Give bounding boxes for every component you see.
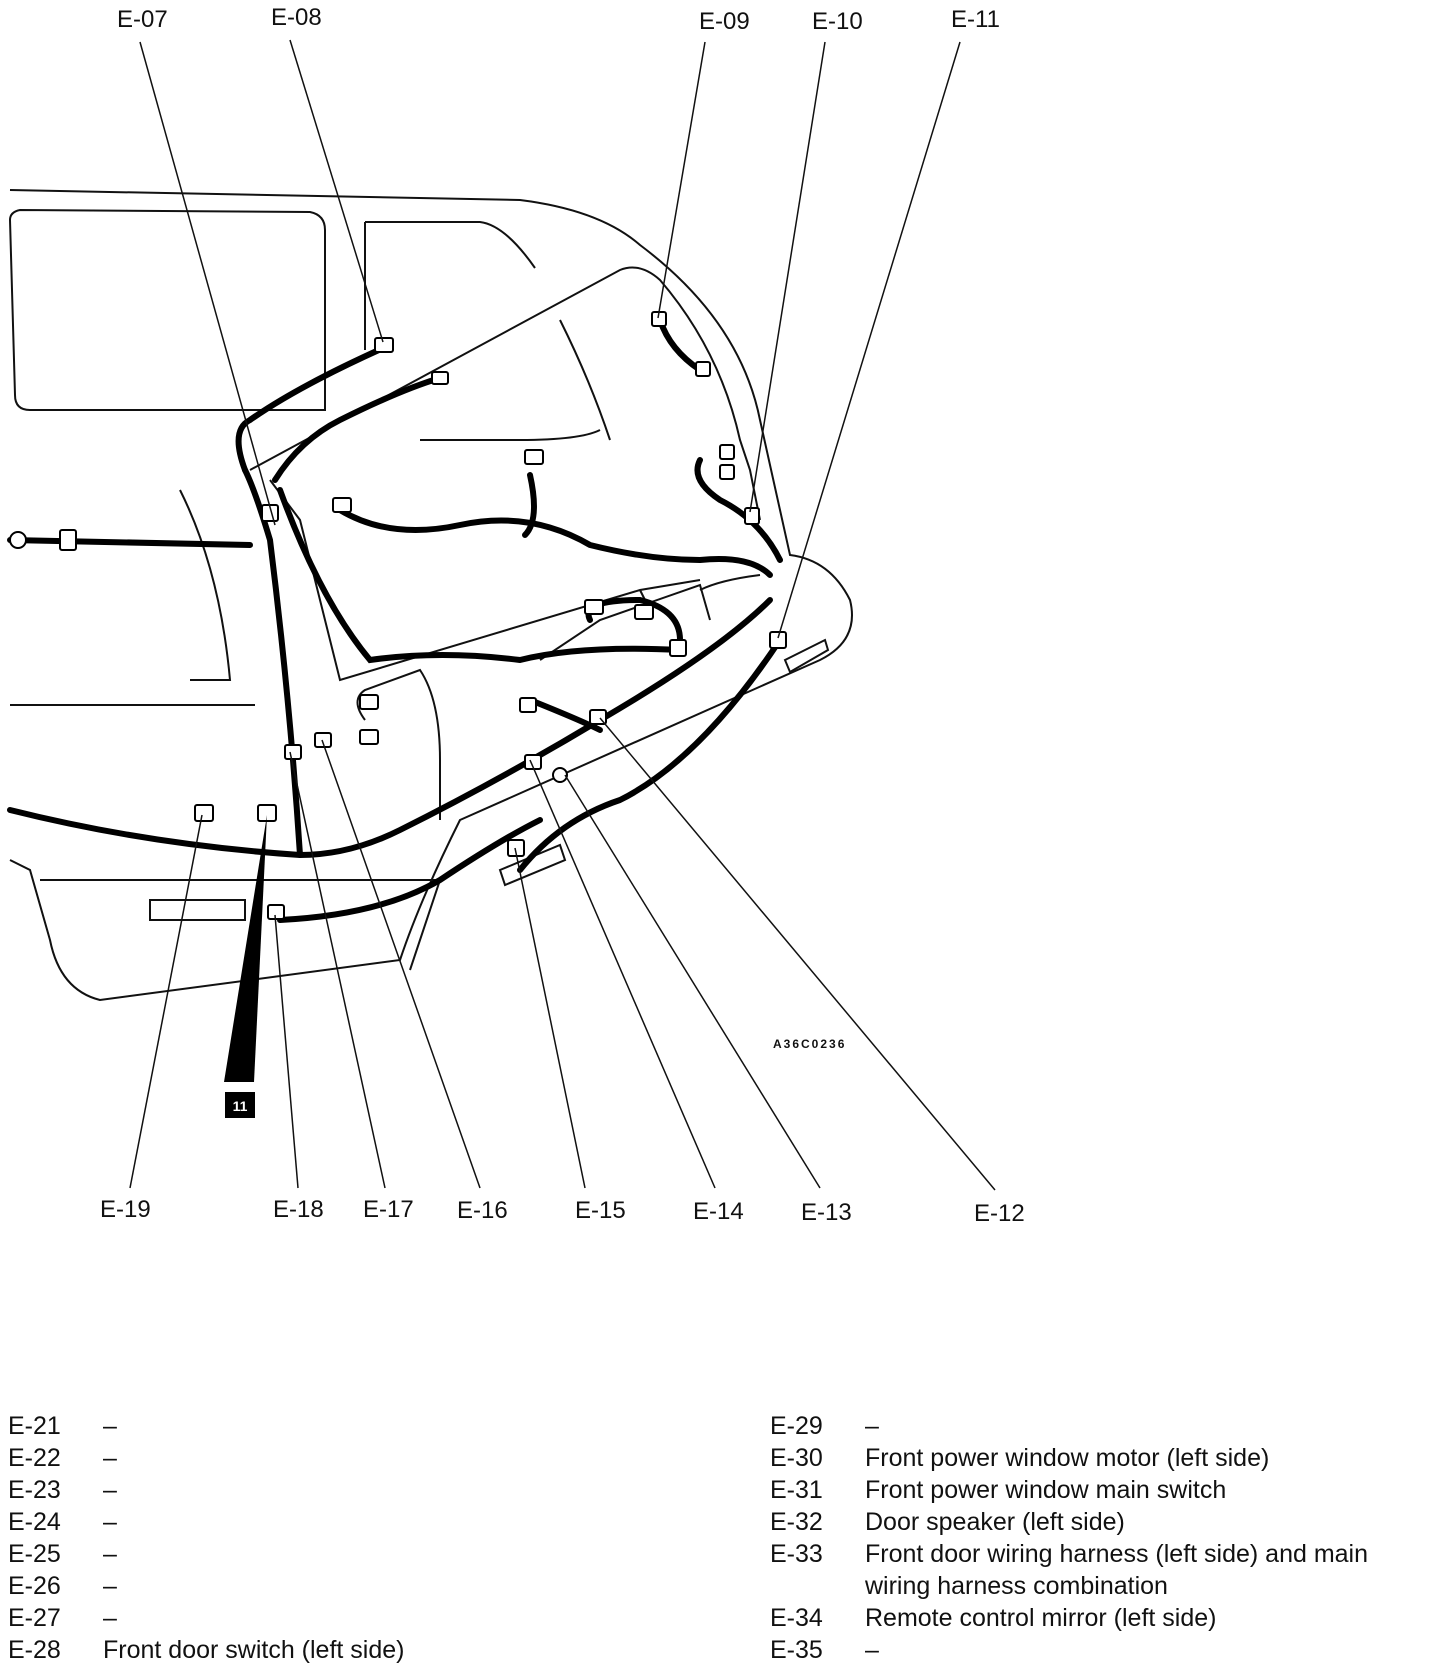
legend-row: E-21 – (8, 1410, 708, 1442)
legend-code: E-22 (8, 1444, 61, 1472)
legend-desc: Front door switch (left side) (103, 1636, 405, 1664)
callout-e-17: E-17 (363, 1196, 414, 1223)
legend-desc: Door speaker (left side) (865, 1508, 1125, 1536)
legend-code: E-35 (770, 1636, 823, 1664)
leader-lines (129, 39, 996, 1191)
legend-desc: – (865, 1636, 879, 1664)
legend-code: E-23 (8, 1476, 61, 1504)
legend-desc: – (103, 1444, 117, 1472)
legend-code: E-32 (770, 1508, 823, 1536)
legend-code: E-26 (8, 1572, 61, 1600)
legend-row: E-24 – (8, 1506, 708, 1538)
legend-code: E-34 (770, 1604, 823, 1632)
tag-11-pointer (224, 815, 267, 1082)
wiring-harness (7, 317, 783, 923)
legend-row: E-29 – (770, 1410, 1430, 1442)
legend-row: E-30 Front power window motor (left side) (770, 1442, 1430, 1474)
legend-row: E-27 – (8, 1602, 708, 1634)
callout-e-10: E-10 (812, 8, 863, 35)
callout-e-16: E-16 (457, 1197, 508, 1224)
legend-code: E-33 (770, 1540, 823, 1568)
legend-code: E-27 (8, 1604, 61, 1632)
door-body-outline (8, 189, 853, 1002)
callout-e-13: E-13 (801, 1199, 852, 1226)
legend-row: E-31 Front power window main switch (770, 1474, 1430, 1506)
tag-11-box (225, 1092, 255, 1118)
legend-row: E-32 Door speaker (left side) (770, 1506, 1430, 1538)
legend-code: E-25 (8, 1540, 61, 1568)
legend-row: E-26 – (8, 1570, 708, 1602)
callout-e-14: E-14 (693, 1198, 744, 1225)
legend-code: E-30 (770, 1444, 823, 1472)
legend-desc: – (865, 1412, 879, 1440)
legend-code: E-21 (8, 1412, 61, 1440)
legend-desc: Front door wiring harness (left side) an… (865, 1540, 1369, 1600)
callout-e-18: E-18 (273, 1196, 324, 1223)
legend-desc: Front power window main switch (865, 1476, 1227, 1504)
legend-desc: Front power window motor (left side) (865, 1444, 1270, 1472)
legend-desc: – (103, 1540, 117, 1568)
legend-code: E-31 (770, 1476, 823, 1504)
legend-desc: – (103, 1572, 117, 1600)
legend-row: E-25 – (8, 1538, 708, 1570)
callout-e-09: E-09 (699, 8, 750, 35)
legend-code: E-29 (770, 1412, 823, 1440)
legend-code: E-28 (8, 1636, 61, 1664)
tag-11-label: 11 (233, 1098, 248, 1114)
callout-e-08: E-08 (271, 4, 322, 31)
legend-desc: – (103, 1508, 117, 1536)
legend-desc: Remote control mirror (left side) (865, 1604, 1217, 1632)
legend-row: E-35 – (770, 1634, 1430, 1666)
callout-e-15: E-15 (575, 1197, 626, 1224)
callout-e-07: E-07 (117, 6, 168, 33)
callout-e-11: E-11 (951, 6, 1000, 33)
legend-row: E-22 – (8, 1442, 708, 1474)
legend-code: E-24 (8, 1508, 61, 1536)
callout-e-19: E-19 (100, 1196, 151, 1223)
legend-row: E-33 Front door wiring harness (left side… (770, 1538, 1430, 1602)
legend-desc: – (103, 1604, 117, 1632)
callout-e-12: E-12 (974, 1200, 1025, 1227)
legend-row: E-34 Remote control mirror (left side) (770, 1602, 1430, 1634)
legend-desc: – (103, 1412, 117, 1440)
legend-desc: – (103, 1476, 117, 1504)
legend-row: E-28 Front door switch (left side) (8, 1634, 708, 1666)
connectors (9, 311, 787, 920)
door-wiring-diagram: 11 A36C0236 E-07 E-08 E-09 E-10 E-11 E-1… (7, 4, 1025, 1227)
legend-row: E-23 – (8, 1474, 708, 1506)
figure-reference-code: A36C0236 (773, 1037, 846, 1051)
legend-right-column: E-29 – E-30 Front power window motor (left… (770, 1410, 1430, 1666)
legend-left-column: E-21 – E-22 – E-23 – E-24 – E-25 – E-26 – E-27… (8, 1410, 708, 1666)
